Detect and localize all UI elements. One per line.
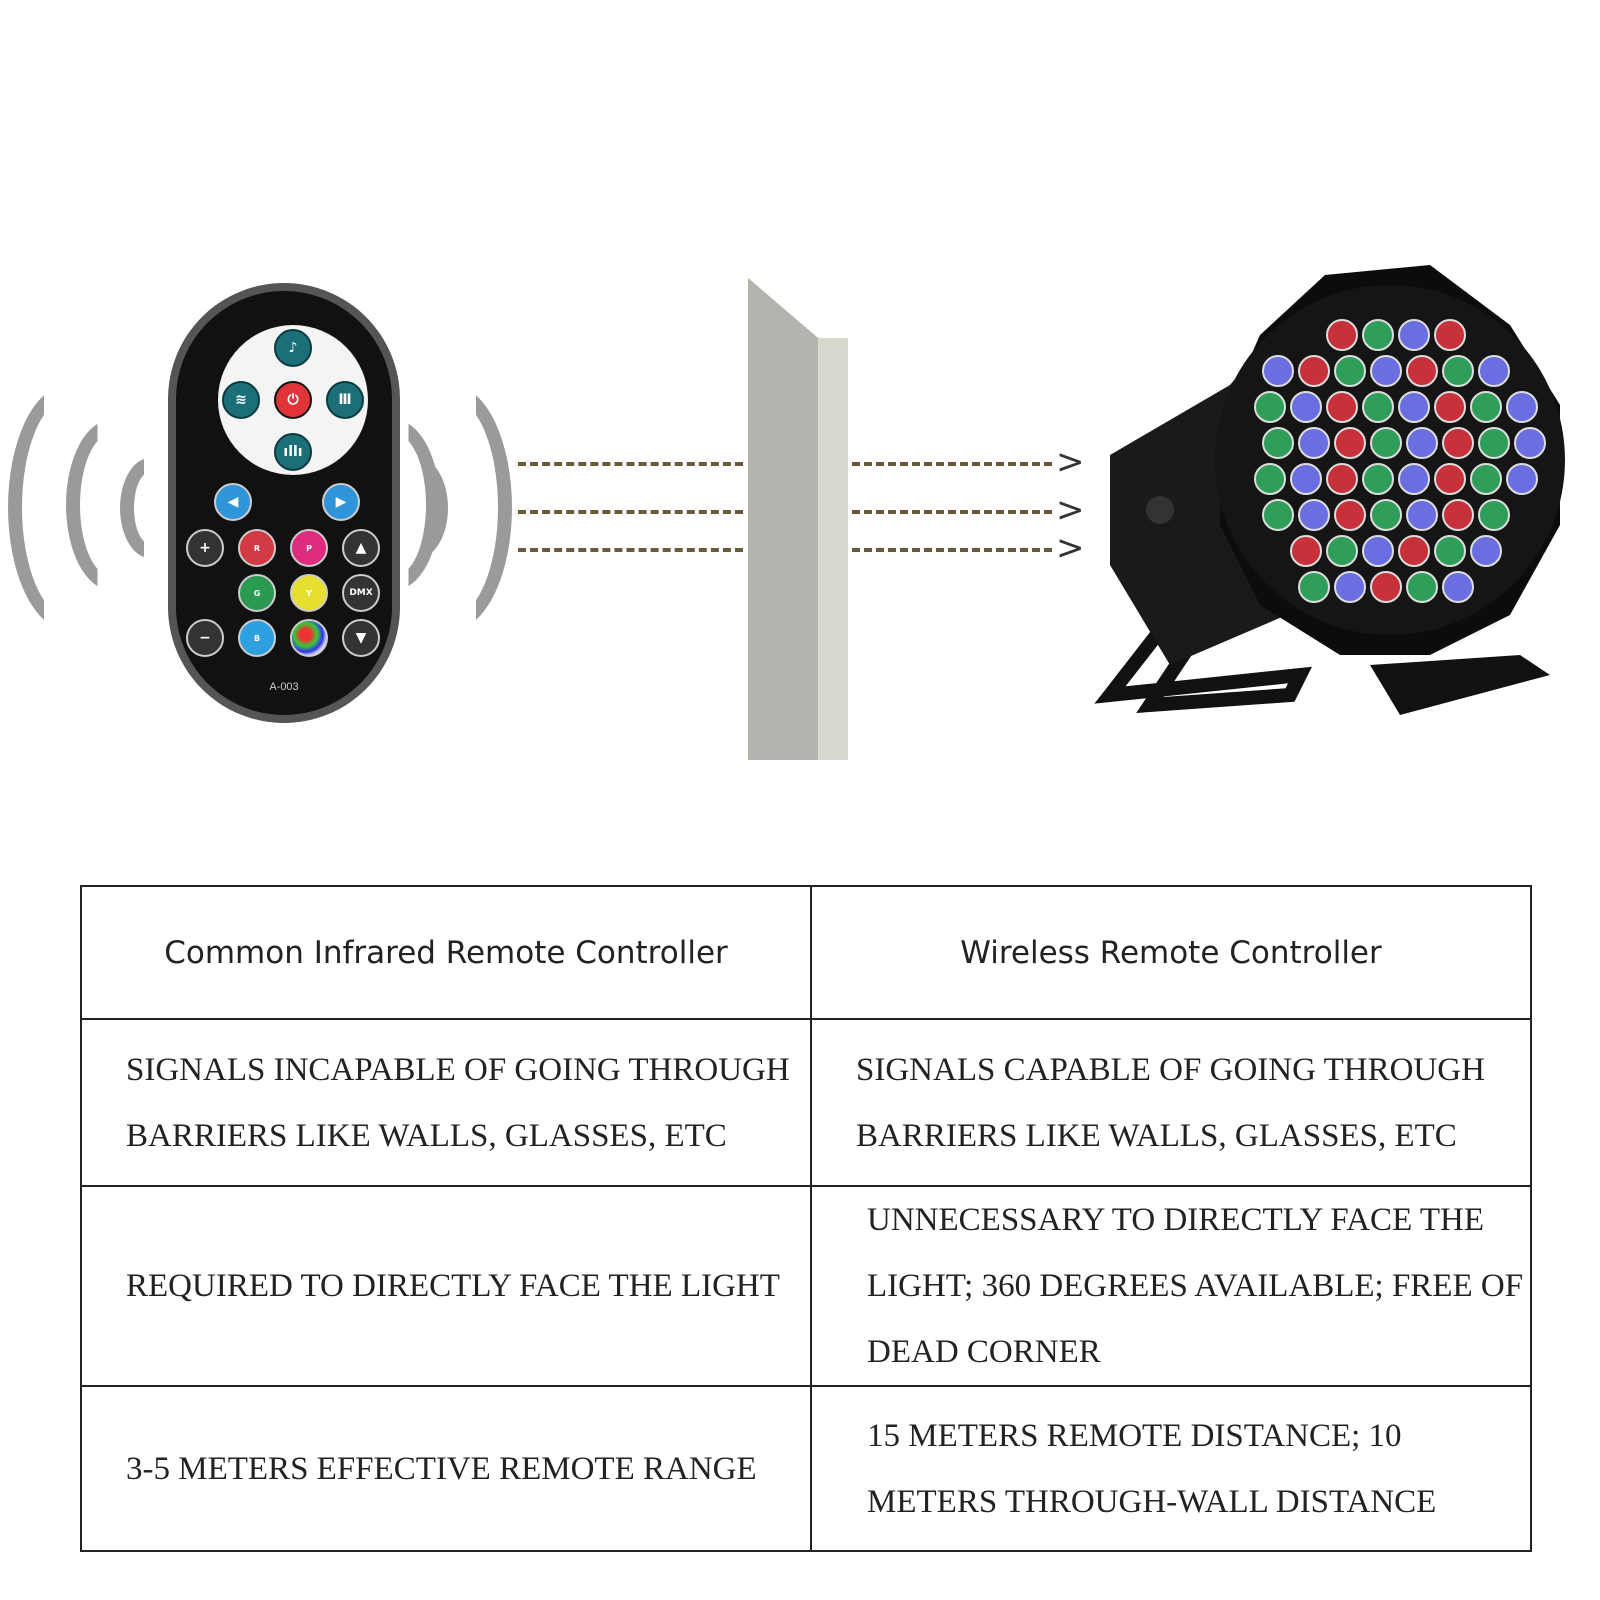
led [1334,499,1366,531]
led [1290,463,1322,495]
right-button: ▶ [322,483,360,521]
led [1334,355,1366,387]
signal-line [518,510,743,514]
led [1398,535,1430,567]
led [1478,427,1510,459]
led [1334,571,1366,603]
led [1442,499,1474,531]
led [1370,427,1402,459]
up-button: ▲ [342,529,380,567]
led [1434,463,1466,495]
led [1434,391,1466,423]
led [1362,463,1394,495]
led [1326,535,1358,567]
led [1442,355,1474,387]
led [1398,319,1430,351]
led [1434,319,1466,351]
led [1326,319,1358,351]
led [1362,391,1394,423]
signal-line [518,548,743,552]
arrow-icon: > [1056,490,1085,530]
led [1326,391,1358,423]
arrow-icon: > [1056,442,1085,482]
led-par-light [1094,265,1565,715]
music-button: ♪ [274,329,312,367]
sound-button: ıllı [274,433,312,471]
led [1514,427,1546,459]
led [1406,499,1438,531]
comparison-table: Common Infrared Remote Controller Wirele… [80,885,1532,1552]
barrier-wall [748,278,848,760]
led [1470,463,1502,495]
arrow-icon: > [1056,528,1085,568]
table-cell: REQUIRED TO DIRECTLY FACE THE LIGHT [80,1185,812,1387]
red-button: R [238,529,276,567]
led [1398,391,1430,423]
model-label: A-003 [269,681,299,693]
led [1442,427,1474,459]
mode-button: ≋ [222,381,260,419]
green-button: G [238,574,276,612]
table-cell: SIGNALS CAPABLE OF GOING THROUGH BARRIER… [810,1018,1532,1187]
led [1298,427,1330,459]
led [1442,571,1474,603]
speed-button: Ⅲ [326,381,364,419]
led [1326,463,1358,495]
led [1470,391,1502,423]
table-cell: 3-5 METERS EFFECTIVE REMOTE RANGE [80,1385,812,1552]
signal-line [852,462,1052,466]
led [1298,355,1330,387]
led [1506,391,1538,423]
led [1362,535,1394,567]
signal-line [852,548,1052,552]
led [1334,427,1366,459]
header-wireless: Wireless Remote Controller [810,885,1532,1020]
led [1262,499,1294,531]
left-button: ◀ [214,483,252,521]
led [1362,319,1394,351]
yellow-button: Y [290,574,328,612]
led [1470,535,1502,567]
led [1262,427,1294,459]
dmx-button: DMX [342,574,380,612]
table-cell: SIGNALS INCAPABLE OF GOING THROUGH BARRI… [80,1018,812,1187]
down-button: ▼ [342,619,380,657]
signal-line [518,462,743,466]
led [1254,463,1286,495]
infrared-remote: ♪ ≋ ⏻ Ⅲ ıllı ◀ ▶ + R P ▲ G Y DMX − B ▼ A… [168,283,400,723]
led [1406,427,1438,459]
remote-dpad: ♪ ≋ ⏻ Ⅲ ıllı [218,325,368,475]
led [1262,355,1294,387]
led [1478,355,1510,387]
power-button: ⏻ [274,381,312,419]
rgb-button [290,619,328,657]
led [1254,391,1286,423]
plus-button: + [186,529,224,567]
pink-button: P [290,529,328,567]
table-cell: 15 METERS REMOTE DISTANCE; 10 METERS THR… [810,1385,1532,1552]
led [1370,355,1402,387]
minus-button: − [186,619,224,657]
led [1506,463,1538,495]
led [1290,535,1322,567]
led [1406,355,1438,387]
led [1370,571,1402,603]
led [1298,499,1330,531]
led [1478,499,1510,531]
header-infrared: Common Infrared Remote Controller [80,885,812,1020]
led [1434,535,1466,567]
led [1370,499,1402,531]
signal-line [852,510,1052,514]
led [1406,571,1438,603]
led [1290,391,1322,423]
blue-button: B [238,619,276,657]
table-cell: UNNECESSARY TO DIRECTLY FACE THE LIGHT; … [810,1185,1532,1387]
led [1398,463,1430,495]
led [1298,571,1330,603]
